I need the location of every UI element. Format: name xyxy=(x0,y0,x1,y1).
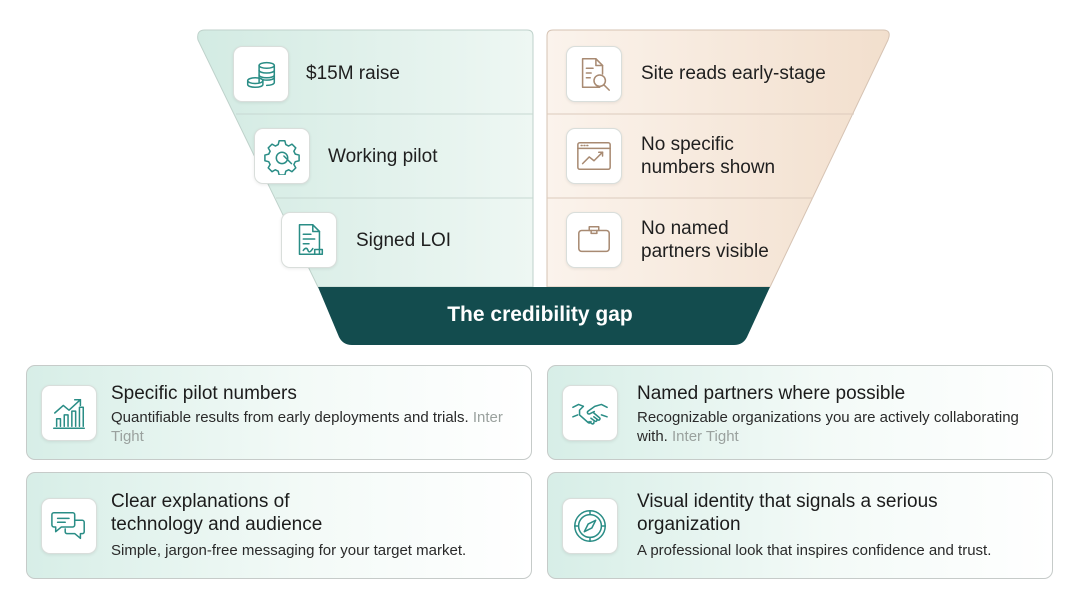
card-description: Simple, jargon-free messaging for your t… xyxy=(111,542,467,559)
funnel-right-label-2: No specific numbers shown xyxy=(641,134,776,178)
chat-bubbles-icon xyxy=(41,498,97,554)
coins-icon xyxy=(233,46,289,102)
card-description: Recognizable organizations you are activ… xyxy=(637,409,1019,445)
card-named-partners: Named partners where possible Recognizab… xyxy=(547,365,1053,460)
card-description: Quantifiable results from early deployme… xyxy=(111,409,503,445)
card-description: A professional look that inspires confid… xyxy=(637,542,992,559)
card-pilot-numbers: Specific pilot numbers Quantifiable resu… xyxy=(26,365,532,460)
font-note: Inter Tight xyxy=(111,409,503,445)
funnel-left-label-2: Working pilot xyxy=(328,146,438,167)
funnel-left-label-1: $15M raise xyxy=(306,63,400,84)
card-title: Clear explanations of technology and aud… xyxy=(111,491,323,535)
handshake-icon xyxy=(562,385,618,441)
card-clear-explanations: Clear explanations of technology and aud… xyxy=(26,472,532,579)
funnel-right-label-3: No named partners visible xyxy=(641,218,769,262)
document-search-icon xyxy=(566,46,622,102)
font-note: Inter Tight xyxy=(672,428,739,445)
id-badge-icon xyxy=(566,212,622,268)
credibility-gap-banner xyxy=(318,287,770,345)
signed-document-icon xyxy=(281,212,337,268)
card-visual-identity: Visual identity that signals a serious o… xyxy=(547,472,1053,579)
bar-chart-growth-icon xyxy=(41,385,97,441)
card-title: Visual identity that signals a serious o… xyxy=(637,491,938,535)
funnel-left-label-3: Signed LOI xyxy=(356,230,452,251)
gear-wrench-icon xyxy=(254,128,310,184)
credibility-gap-title: The credibility gap xyxy=(447,303,633,326)
browser-chart-icon xyxy=(566,128,622,184)
card-title: Named partners where possible xyxy=(637,383,906,404)
card-title: Specific pilot numbers xyxy=(111,383,297,404)
funnel-right-label-1: Site reads early-stage xyxy=(641,63,826,84)
compass-icon xyxy=(562,498,618,554)
